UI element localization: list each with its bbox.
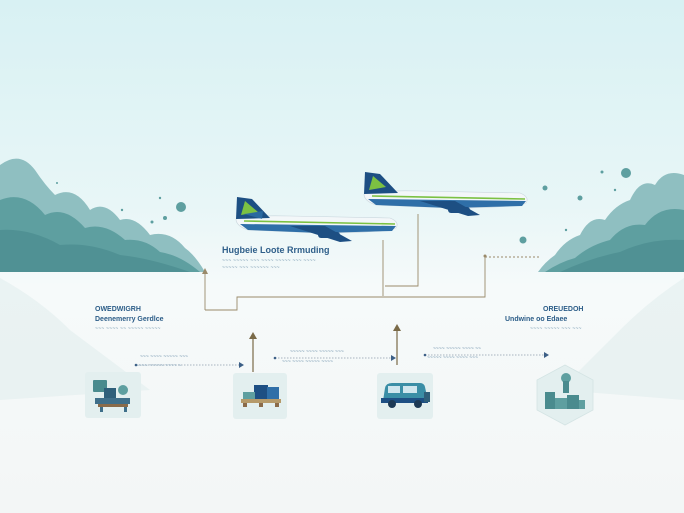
robot-sorter-icon bbox=[85, 372, 141, 418]
connector-arrows bbox=[202, 254, 487, 274]
delivery-van-icon bbox=[377, 373, 433, 419]
airplane-far bbox=[363, 172, 528, 216]
right-caption: ~~~~ ~~~~~ ~~~ ~~~ bbox=[530, 326, 582, 332]
left-heading-2: Deenemerry Gerdlce bbox=[95, 316, 164, 323]
main-subtitle: ~~~ ~~~~~ ~~~ ~~~~ ~~~~~ ~~~ ~~~~ bbox=[222, 258, 316, 264]
process-flow-lines bbox=[136, 354, 545, 366]
step-label-4: ~~~ ~~~~ ~~~~~ ~~~~ bbox=[282, 359, 333, 365]
step-label-3: ~~~~~ ~~~~ ~~~~~ ~~~ bbox=[290, 349, 344, 355]
right-heading-2: Undwine oo Edaee bbox=[505, 316, 568, 323]
mist-reflection bbox=[0, 278, 684, 400]
step-label-2: ~~~~ ~~~~~ ~~~~ ~ bbox=[136, 363, 182, 369]
step-label-6: ~~~~~ ~~~~ ~~~~ ~~~ bbox=[427, 355, 478, 361]
step-label-5: ~~~~ ~~~~~ ~~~~ ~~ bbox=[433, 346, 481, 352]
floating-particles bbox=[56, 168, 631, 244]
upward-arrows bbox=[252, 328, 398, 372]
warehouse-icon bbox=[536, 364, 594, 426]
airplane-near bbox=[235, 197, 398, 242]
left-heading-1: OWEDWIGRH bbox=[95, 306, 141, 313]
main-title: Hugbeie Loote Rrmuding bbox=[222, 245, 330, 255]
left-hills bbox=[0, 158, 205, 272]
flight-connectors bbox=[204, 214, 540, 311]
main-subtitle-2: ~~~~~ ~~~ ~~~~~~ ~~~ bbox=[222, 265, 280, 271]
pallet-boxes-icon bbox=[233, 373, 287, 419]
right-hills bbox=[538, 172, 684, 272]
flow-arrowheads bbox=[134, 352, 549, 368]
left-caption: ~~~ ~~~~ ~~ ~~~~~ ~~~~~ bbox=[95, 326, 161, 332]
step-label-1: ~~~ ~~~~ ~~~~~ ~~~ bbox=[140, 354, 188, 360]
right-heading-1: OREUEDOH bbox=[543, 306, 584, 313]
